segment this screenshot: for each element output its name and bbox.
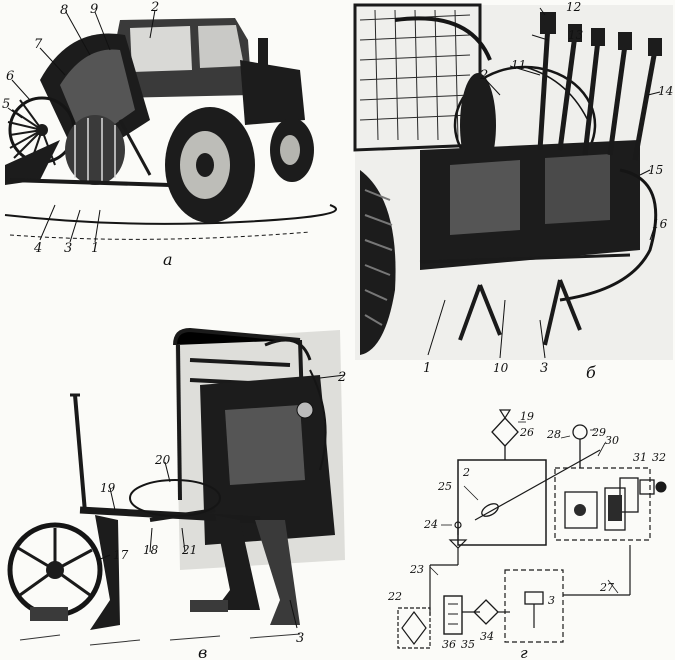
panel-g-label-29: 29 <box>591 426 606 439</box>
panel-b-caption: б <box>586 363 596 382</box>
panel-g-label-2: 2 <box>462 466 470 479</box>
panel-v-label-2: 2 <box>337 370 346 385</box>
panel-a-label-9: 9 <box>90 2 98 17</box>
panel-a-label-1: 1 <box>91 241 99 256</box>
panel-b-label-1: 1 <box>423 361 431 376</box>
panel-g-label-31: 31 <box>633 451 647 464</box>
panel-v-label-21: 21 <box>181 543 197 557</box>
panel-v-label-17: 17 <box>113 548 129 562</box>
panel-b-label-2: 2 <box>479 68 488 83</box>
panel-v-label-19: 19 <box>100 481 116 495</box>
panel-v-illustration <box>7 327 346 646</box>
panel-a-label-6: 6 <box>6 69 14 84</box>
panel-v-label-3: 3 <box>296 631 304 646</box>
panel-g-label-34: 34 <box>480 630 494 643</box>
panel-g-label-19: 19 <box>520 410 534 423</box>
panel-b-label-15: 15 <box>648 163 663 177</box>
panel-a-label-7: 7 <box>34 37 43 52</box>
panel-g-label-24: 24 <box>423 518 438 531</box>
panel-b-label-10: 10 <box>493 361 509 375</box>
panel-a-label-4: 4 <box>33 241 42 256</box>
panel-g-label-36: 36 <box>442 638 456 651</box>
panel-b-label-14: 14 <box>658 84 673 98</box>
panel-g-label-27: 27 <box>599 581 614 594</box>
panel-v-label-20: 20 <box>154 453 171 467</box>
panel-g-label-35: 35 <box>461 638 475 651</box>
panel-v-caption: в <box>198 643 207 660</box>
panel-b-illustration <box>353 3 673 360</box>
panel-a-label-2: 2 <box>150 0 159 15</box>
panel-a-illustration <box>4 9 337 243</box>
panel-b-label-12: 12 <box>566 0 581 14</box>
panel-g-label-3: 3 <box>548 594 555 607</box>
panel-g-label-22: 22 <box>387 590 402 603</box>
panel-b-label-16: 16 <box>652 217 668 231</box>
panel-g-caption: г <box>520 644 528 660</box>
panel-a-caption: а <box>163 250 173 269</box>
panel-g-label-30: 30 <box>605 434 619 447</box>
panel-g-label-28: 28 <box>546 428 561 441</box>
panel-g-label-32: 32 <box>652 451 666 464</box>
panel-a-label-3: 3 <box>64 241 72 256</box>
panel-a-label-8: 8 <box>60 3 68 18</box>
panel-g-label-23: 23 <box>409 563 424 576</box>
panel-b-label-13: 13 <box>568 28 584 42</box>
panel-g-label-26: 26 <box>519 426 534 439</box>
panel-g-schematic <box>397 409 667 649</box>
panel-g-label-25: 25 <box>437 480 452 493</box>
panel-b-label-3: 3 <box>540 361 548 376</box>
panel-v-label-18: 18 <box>143 543 159 557</box>
panel-a-label-5: 5 <box>2 97 10 112</box>
panel-b-label-11: 11 <box>511 58 526 72</box>
